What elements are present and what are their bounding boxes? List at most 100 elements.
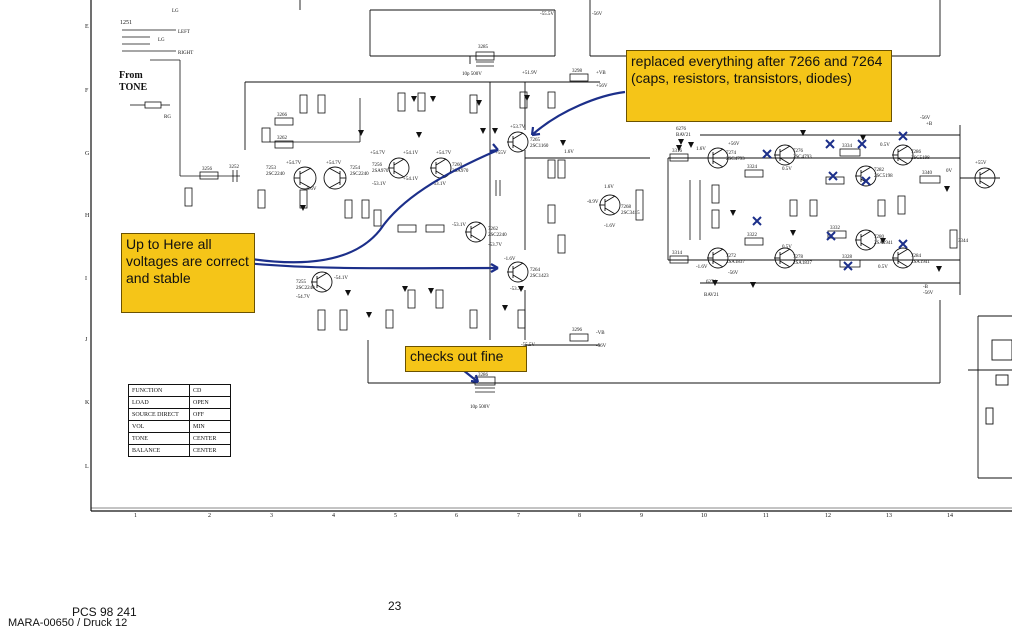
row-letter: H — [85, 213, 90, 219]
transistor-type: 2SC1160 — [530, 144, 549, 149]
cap-label: 3252 — [229, 165, 240, 170]
setting-key: VOL — [128, 420, 190, 433]
drawing-frame — [90, 0, 1012, 512]
voltage-label: 0.5V — [878, 265, 888, 270]
transistors — [293, 131, 996, 293]
transistor-type: 2SA1837 — [726, 260, 745, 265]
col-number: 2 — [208, 513, 211, 519]
col-number: 5 — [394, 513, 397, 519]
resistor-label: 3266 — [277, 113, 288, 118]
document-number: MARA-00650 / Druck 12 — [8, 617, 128, 629]
callout-arrows — [244, 90, 626, 384]
transistor-ref: 7253 — [266, 166, 277, 171]
col-number: 12 — [825, 513, 831, 519]
transistor-ref: 7262 — [488, 227, 499, 232]
callout-up-to-here: Up to Here all voltages are correct and … — [121, 233, 255, 313]
voltage-label: +54.7V — [326, 161, 342, 166]
transistor-type: 2SC2240 — [488, 233, 507, 238]
transistor-ref: 7272 — [726, 254, 737, 259]
voltage-label: -56V — [923, 291, 934, 296]
transistor-ref: 7256 — [372, 163, 383, 168]
voltage-label: +56V — [728, 142, 740, 147]
transistor-type: 2SC3415 — [621, 211, 640, 216]
voltage-label: +B — [926, 122, 933, 127]
row-letter: K — [85, 400, 90, 406]
lg-label: LG — [158, 38, 165, 43]
transistor-type: 2SA1941 — [874, 241, 893, 246]
right-label: RIGHT — [178, 51, 193, 56]
from-tone-label: TONE — [119, 82, 147, 93]
resistor-label: 3314 — [672, 251, 683, 256]
row-letter: J — [85, 337, 88, 343]
voltage-label: +55V — [495, 151, 507, 156]
col-number: 9 — [640, 513, 643, 519]
transistor-ref: 7278 — [793, 255, 804, 260]
transistor-ref: 7268 — [621, 205, 632, 210]
transistor-type: 2SC5198 — [874, 174, 893, 179]
diode-label: BAV21 — [676, 133, 691, 138]
voltage-label: -56V — [920, 116, 931, 121]
voltage-label: +51.9V — [522, 71, 538, 76]
transistor-ref: 7265 — [530, 138, 541, 143]
voltage-label: 0.5V — [782, 167, 792, 172]
right-edge-box — [968, 315, 1012, 479]
row-letter: E — [85, 24, 89, 30]
input-stage-parts: 3256 3252 3266 3262 — [184, 94, 370, 219]
voltage-label: -53.1V — [452, 223, 466, 228]
voltage-label: -54.7V — [296, 295, 310, 300]
resistor-label: 3285 — [478, 45, 489, 50]
from-tone-label: From — [119, 70, 143, 81]
row-letter: L — [85, 464, 89, 470]
transistor-ref: 7255 — [296, 280, 307, 285]
setting-value: CENTER — [189, 432, 231, 445]
transistor-type: 2SC4793 — [793, 155, 812, 160]
resistor-label: 3340 — [922, 171, 933, 176]
setting-value: CENTER — [189, 444, 231, 457]
transistor-type: 2SA1837 — [793, 261, 812, 266]
setting-value: OFF — [189, 408, 231, 421]
transistor-type: 2SC2240 — [350, 172, 369, 177]
voltage-label: -0.9V — [587, 200, 599, 205]
voltage-label: +56V — [596, 84, 608, 89]
lg-label: LG — [172, 9, 179, 14]
setting-key: LOAD — [128, 396, 190, 409]
voltage-label: +54.1V — [403, 177, 419, 182]
transistor-ref: 7284 — [911, 254, 922, 259]
resistor-label: 3256 — [202, 167, 213, 172]
vb-label: -VB — [596, 331, 605, 336]
row-letter: G — [85, 151, 90, 157]
voltage-label: -53.1V — [372, 182, 386, 187]
transistor-ref: 7282 — [874, 168, 885, 173]
voltage-label: 1.6V — [564, 150, 574, 155]
voltage-label: -56V — [592, 12, 603, 17]
col-number: 8 — [578, 513, 581, 519]
resistor-label: 3332 — [830, 226, 841, 231]
col-number: 13 — [886, 513, 892, 519]
col-number: 3 — [270, 513, 273, 519]
voltage-label: -56V — [728, 271, 739, 276]
resistor-label: 3328 — [842, 255, 853, 260]
col-number: 10 — [701, 513, 707, 519]
resistor-label: 3298 — [572, 69, 583, 74]
transistor-ref: 7274 — [726, 151, 737, 156]
output-parts: 3316 3314 3324 3322 3334 3332 3328 3340 … — [669, 127, 969, 298]
voltage-label: -53.7V — [488, 243, 502, 248]
voltage-label: 0V — [946, 169, 953, 174]
transistor-ref: 7260 — [452, 163, 463, 168]
col-number: 7 — [517, 513, 520, 519]
voltage-label: -55.5V — [521, 343, 535, 348]
resistor-label: 3316 — [672, 149, 683, 154]
resistor-label: 3286 — [478, 373, 489, 378]
resistor-label: 3296 — [572, 328, 583, 333]
left-label: LEFT — [178, 30, 190, 35]
transistor-type: 2SA970 — [372, 169, 389, 174]
voltage-label: -1.6V — [696, 265, 708, 270]
voltage-label: 0.5V — [880, 143, 890, 148]
